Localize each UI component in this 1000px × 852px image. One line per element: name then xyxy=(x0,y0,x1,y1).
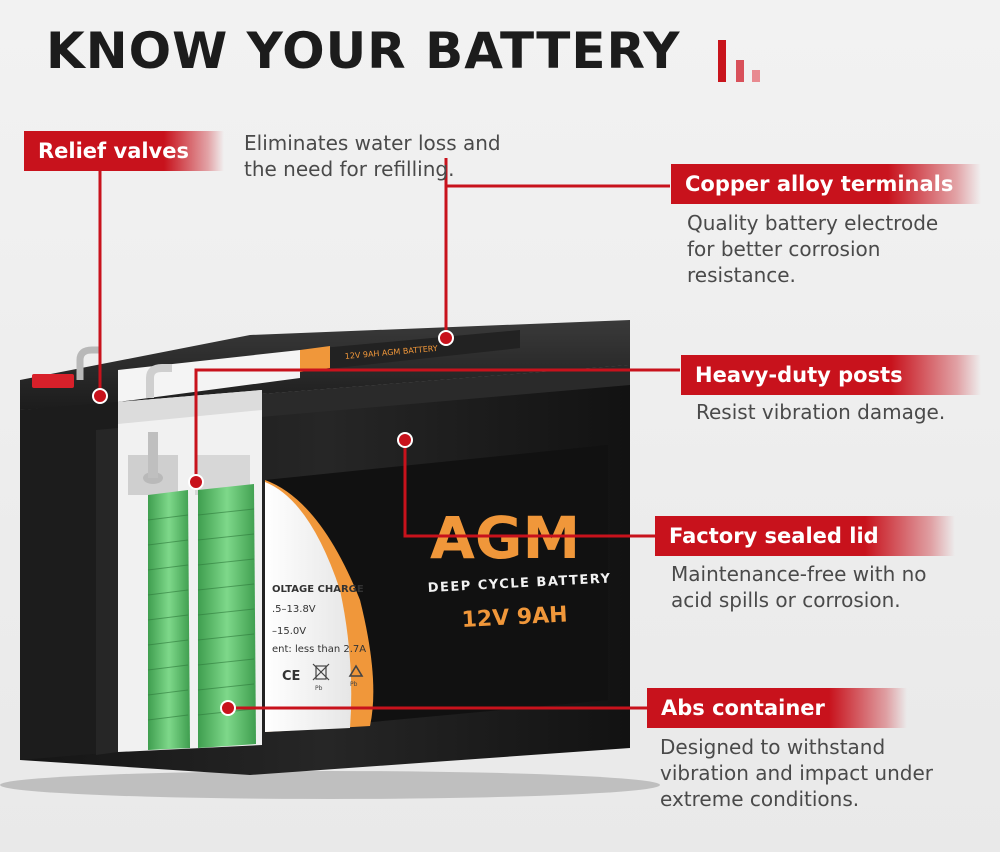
vent-post xyxy=(148,432,158,478)
desc-line: Designed to withstand xyxy=(660,735,886,759)
desc-abs-container: Designed to withstand vibration and impa… xyxy=(660,734,933,812)
bar-chart-icon xyxy=(718,40,764,82)
ce-mark: CE xyxy=(282,669,300,684)
battery-shadow xyxy=(0,771,660,799)
spec-line-2: –15.0V xyxy=(272,626,306,637)
terminal-cap-red xyxy=(32,374,74,388)
terminal-post-right xyxy=(146,364,172,398)
tag-relief-valves: Relief valves xyxy=(24,131,224,171)
tag-heavy-posts: Heavy-duty posts xyxy=(681,355,981,395)
top-label-strip xyxy=(300,330,520,372)
spec-heading: OLTAGE CHARGE xyxy=(272,584,364,595)
spec-line-1: .5–13.8V xyxy=(272,604,316,615)
desc-relief-valves: Eliminates water loss and the need for r… xyxy=(244,130,501,182)
terminal-post-left xyxy=(76,346,100,380)
desc-line: acid spills or corrosion. xyxy=(671,588,901,612)
pb-mark-2: Pb xyxy=(350,681,358,688)
tag-copper-terminals: Copper alloy terminals xyxy=(671,164,981,204)
desc-line: Maintenance-free with no xyxy=(671,562,927,586)
desc-sealed-lid: Maintenance-free with no acid spills or … xyxy=(671,561,927,613)
tag-abs-container: Abs container xyxy=(647,688,907,728)
desc-line: for better corrosion xyxy=(687,237,881,261)
label-white-panel xyxy=(265,482,352,732)
cell-plates-1 xyxy=(148,490,190,750)
cell-plates-2 xyxy=(198,484,256,748)
callout-lines xyxy=(98,158,680,710)
desc-line: resistance. xyxy=(687,263,796,287)
desc-line: Quality battery electrode xyxy=(687,211,939,235)
desc-line: the need for refilling. xyxy=(244,157,455,181)
bin-icon xyxy=(312,663,330,681)
page-title: KNOW YOUR BATTERY xyxy=(46,22,681,80)
spec-line-3: ent: less than 2.7A xyxy=(272,644,366,655)
recycle-icon xyxy=(348,664,364,677)
desc-line: Resist vibration damage. xyxy=(696,400,946,424)
desc-line: extreme conditions. xyxy=(660,787,860,811)
desc-line: vibration and impact under xyxy=(660,761,933,785)
pb-mark-1: Pb xyxy=(315,685,323,692)
callout-dots xyxy=(92,330,454,716)
battery-rating: 12V 9AH xyxy=(461,602,568,633)
desc-copper-terminals: Quality battery electrode for better cor… xyxy=(687,210,938,288)
plate-lines xyxy=(147,508,255,721)
brand-agm: AGM xyxy=(430,504,580,572)
desc-heavy-posts: Resist vibration damage. xyxy=(696,399,945,425)
desc-line: Eliminates water loss and xyxy=(244,131,501,155)
tag-sealed-lid: Factory sealed lid xyxy=(655,516,955,556)
